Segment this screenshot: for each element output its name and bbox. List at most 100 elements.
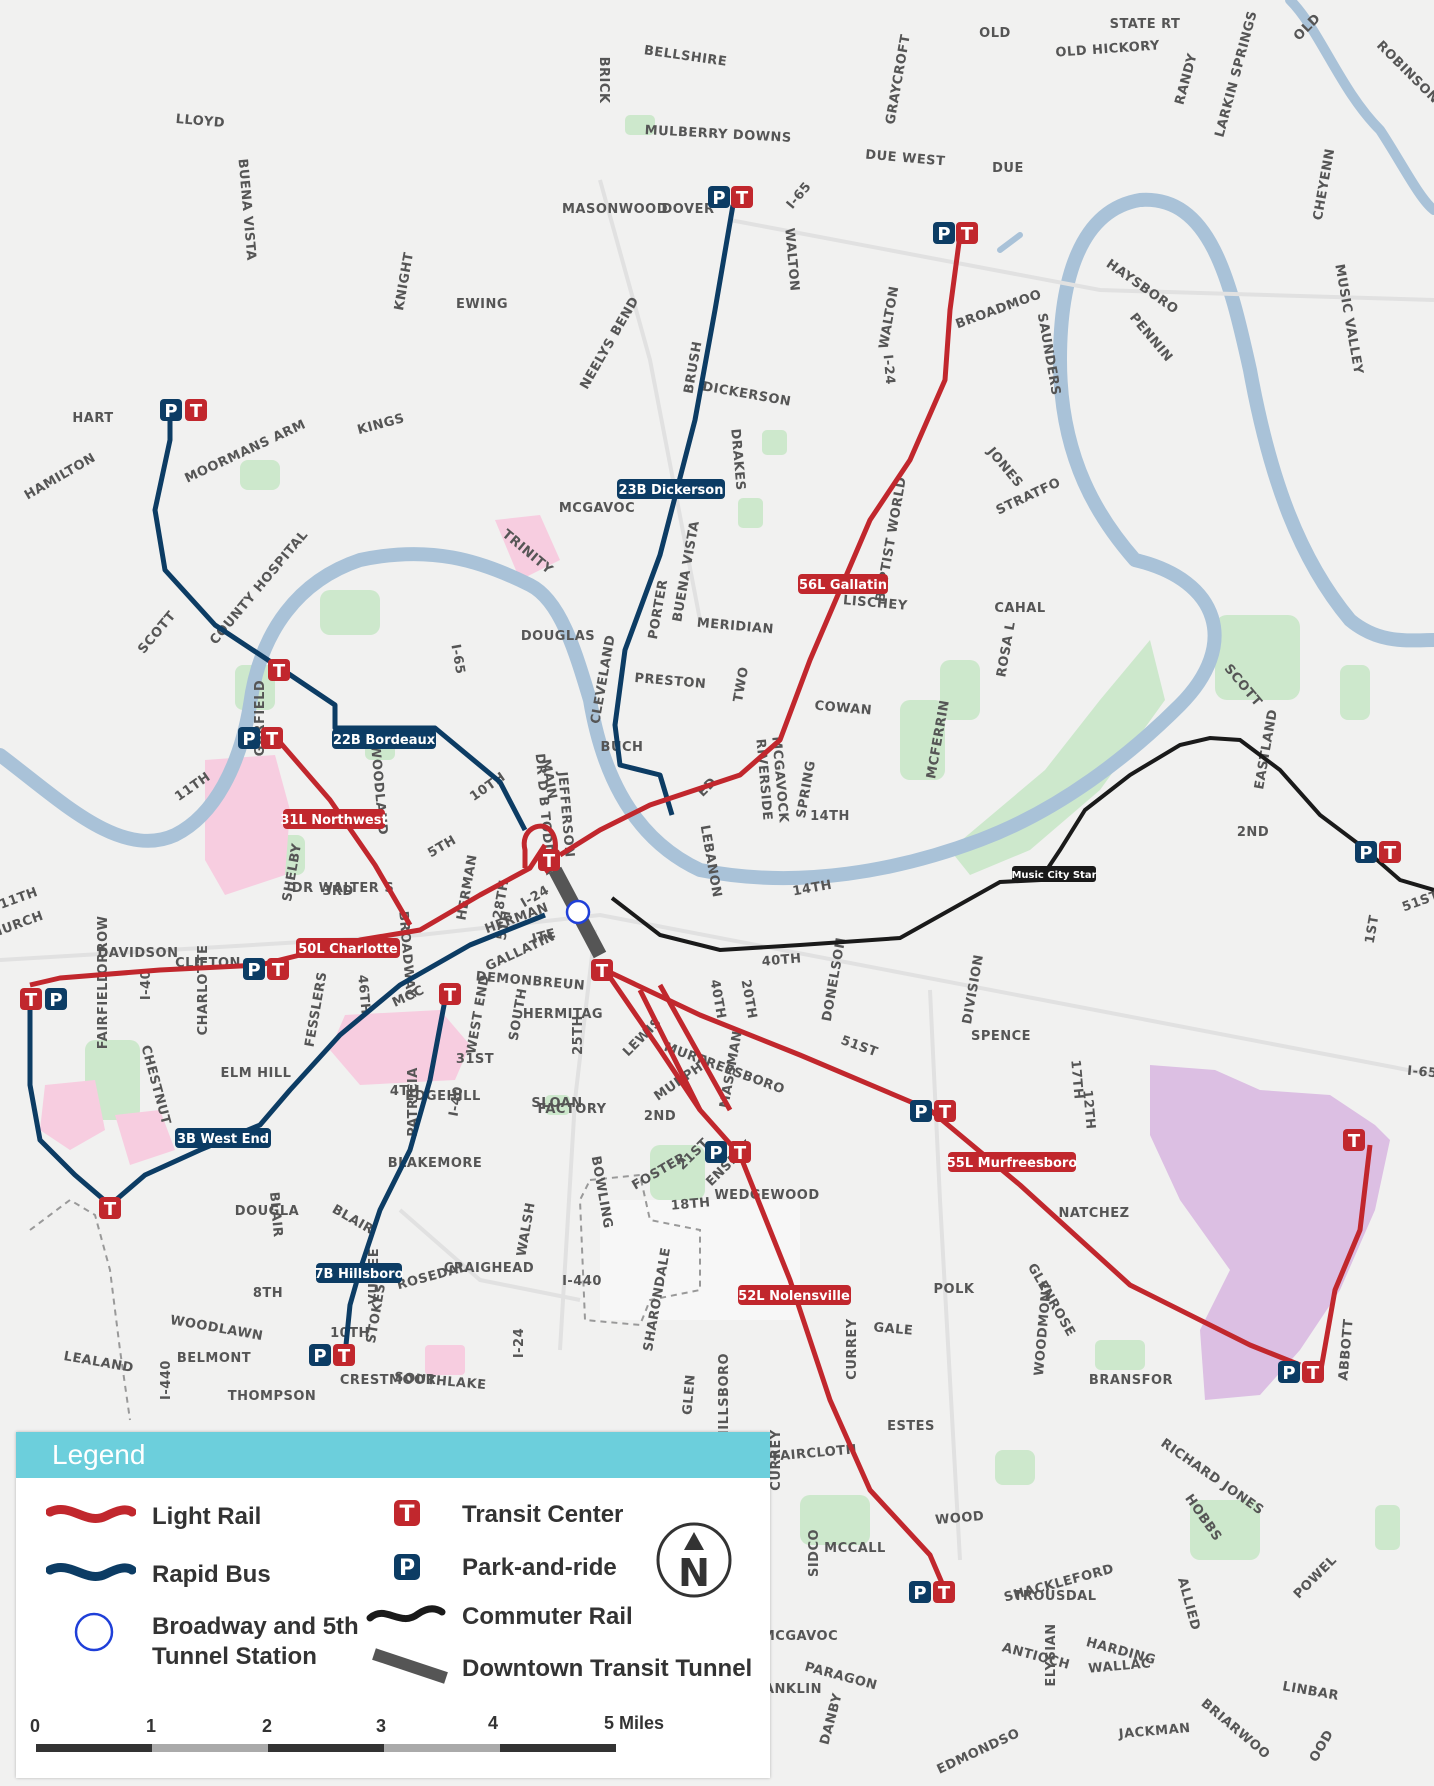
street-label: CURREY xyxy=(845,1318,860,1379)
street-label: BUCH xyxy=(601,740,644,755)
street-label: MERIDIAN xyxy=(696,616,774,638)
route-label-52l: 52L Nolensville xyxy=(738,1285,851,1305)
route-label-50l: 50L Charlotte xyxy=(296,938,400,958)
street-label: 12TH xyxy=(1079,1089,1097,1130)
street-label: CHARLOTTE xyxy=(196,945,211,1036)
transit-center-icon xyxy=(439,983,461,1006)
scale-label-0: 0 xyxy=(30,1716,41,1736)
transit-center-icon xyxy=(591,959,613,982)
street-label: CRAIGHEAD xyxy=(444,1261,534,1276)
transit-center-icon xyxy=(538,849,560,872)
street-label: THOMPSON xyxy=(228,1389,317,1404)
street-label: WALTON xyxy=(781,227,801,292)
street-label: MASONWOOD xyxy=(562,202,668,217)
route-label-31l: 31L Northwest xyxy=(280,809,388,829)
street-label: I-24 xyxy=(880,354,898,386)
street-label: TROUSDAL xyxy=(1014,1589,1097,1604)
street-label: COWAN xyxy=(814,699,873,719)
street-label: I-24 xyxy=(512,1328,527,1358)
street-label: STATE RT xyxy=(1110,17,1181,32)
route-52l-line xyxy=(602,968,948,1591)
scale-label-4: 4 xyxy=(488,1713,499,1733)
street-label: NATCHEZ xyxy=(1058,1206,1129,1221)
street-label: 25TH xyxy=(571,1015,586,1055)
svg-text:N: N xyxy=(678,1551,710,1595)
street-label: I-440 xyxy=(159,1360,174,1400)
street-label: I-40 xyxy=(139,970,154,1000)
street-label: FACTORY xyxy=(537,1102,606,1117)
broadway-5th-tunnel-station[interactable] xyxy=(565,899,591,925)
street-label: POLK xyxy=(934,1282,975,1297)
svg-text:Music City Star: Music City Star xyxy=(1011,870,1096,881)
route-labels: 56L Gallatin 55L Murfreesboro 52L Nolens… xyxy=(175,479,1097,1305)
street-label: BRANSFOR xyxy=(1089,1373,1173,1388)
street-label: CURREY xyxy=(769,1429,784,1490)
street-label: EWING xyxy=(456,297,508,312)
street-label: ESTES xyxy=(887,1419,935,1434)
route-7b-line xyxy=(342,999,448,1356)
street-label: 31ST xyxy=(456,1052,494,1067)
route-label-23b: 23B Dickerson xyxy=(617,479,725,499)
street-label: 14TH xyxy=(810,809,850,824)
scale-bar xyxy=(36,1744,616,1752)
street-label: ELM HILL xyxy=(221,1066,292,1081)
legend-light-rail: Light Rail xyxy=(152,1503,262,1530)
commuter-rail-swatch xyxy=(366,1605,446,1623)
street-label: I-65 xyxy=(447,643,467,675)
commuter-rail-line xyxy=(610,735,1434,953)
street-label: JACKMAN xyxy=(1117,1721,1191,1742)
airport-line xyxy=(1317,1144,1373,1376)
street-label: SIDCO xyxy=(807,1529,822,1577)
street-label: WOOD xyxy=(935,1509,985,1528)
street-label: WEDGEWOOD xyxy=(714,1188,819,1203)
tunnel-station-icon xyxy=(74,1612,114,1652)
major-roads xyxy=(0,179,1434,1561)
route-55l-line xyxy=(603,967,1301,1368)
street-label: 8TH xyxy=(253,1286,283,1301)
street-label: CAHAL xyxy=(994,601,1045,616)
legend-commuter-rail: Commuter Rail xyxy=(462,1603,633,1630)
light-rail-lines xyxy=(29,234,1373,1591)
street-label: 14TH xyxy=(791,878,833,900)
street-label: 20TH xyxy=(738,978,760,1020)
street-label: ITE xyxy=(531,926,558,947)
street-label: BLAIR xyxy=(266,1191,285,1238)
county-boundary xyxy=(29,1173,701,1421)
street-label: 10TH xyxy=(330,1326,370,1341)
street-label: 17TH xyxy=(1067,1059,1085,1100)
street-label: HART xyxy=(72,411,113,426)
parks xyxy=(85,115,1400,1560)
transit-center-icon xyxy=(1343,1129,1365,1152)
legend-downtown-tunnel: Downtown Transit Tunnel xyxy=(462,1655,753,1682)
street-label: 1ST xyxy=(1363,914,1383,945)
route-52l-branch-2 xyxy=(657,983,733,1112)
route-label-56l: 56L Gallatin xyxy=(798,574,888,594)
legend-transit-center: Transit Center xyxy=(462,1501,624,1528)
street-label: FAIRFIELD xyxy=(96,971,111,1049)
street-label: SLOAN xyxy=(531,1096,582,1111)
svg-text:50L Charlotte: 50L Charlotte xyxy=(298,942,398,957)
street-label: MCGAVOC xyxy=(762,1629,838,1644)
street-label: BRICK xyxy=(596,57,611,104)
svg-text:31L Northwest: 31L Northwest xyxy=(280,813,387,828)
street-label: 40TH xyxy=(707,978,729,1020)
street-label: TWO xyxy=(731,665,752,703)
street-label: 3RD xyxy=(322,884,353,899)
route-label-22b: 22B Bordeaux xyxy=(332,729,436,749)
street-label: GALE xyxy=(873,1320,914,1338)
street-label: OLD xyxy=(979,26,1011,41)
legend-title: Legend xyxy=(16,1432,770,1478)
route-23b-line xyxy=(612,204,736,816)
route-label-7b: 7B Hillsboro xyxy=(314,1263,404,1283)
street-label: MCCALL xyxy=(824,1541,886,1556)
street-label: DAVIDSON xyxy=(98,946,179,961)
street-label: DUE xyxy=(992,161,1024,176)
scale-label-1: 1 xyxy=(146,1716,157,1736)
street-label: 4TH xyxy=(390,1084,420,1099)
street-label: 2ND xyxy=(1237,825,1269,840)
street-label: DRAKES xyxy=(727,428,747,491)
street-label: HERMITAG xyxy=(523,1007,603,1022)
svg-text:55L Murfreesboro: 55L Murfreesboro xyxy=(947,1156,1078,1171)
route-56l-line xyxy=(558,234,963,858)
street-label: DOUGLAS xyxy=(521,629,595,644)
